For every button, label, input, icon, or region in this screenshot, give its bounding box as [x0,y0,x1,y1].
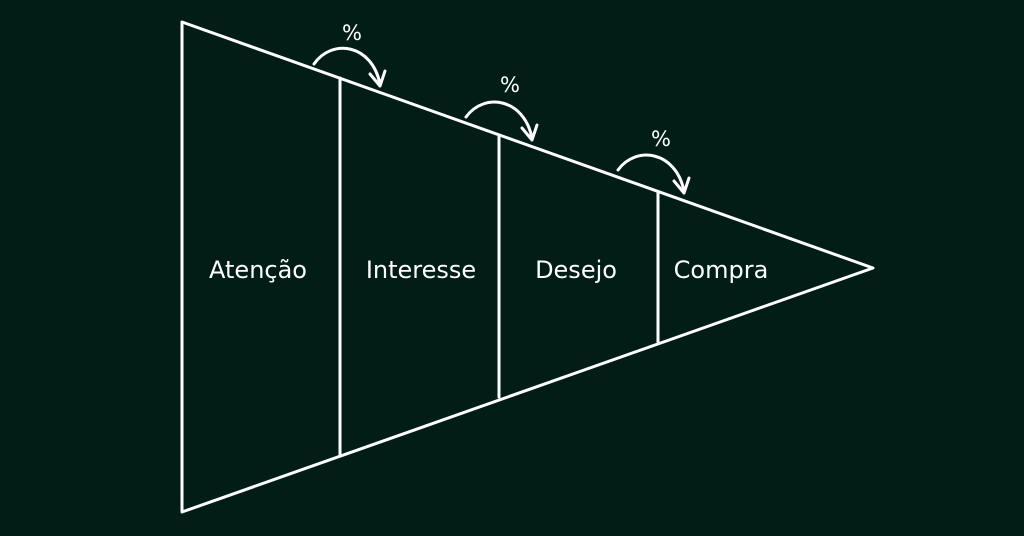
stage-label-compra: Compra [674,256,769,284]
conversion-percent-label-3: % [651,127,671,151]
conversion-percent-label-1: % [342,21,362,45]
curved-arrow-icon [464,100,539,142]
funnel-outline [180,20,875,514]
conversion-percent-label-2: % [500,73,520,97]
curved-arrow-icon [616,153,691,195]
curved-arrow-icon [312,46,387,88]
stage-label-interesse: Interesse [366,256,476,284]
stage-label-desejo: Desejo [535,256,617,284]
stage-label-atencao: Atenção [209,256,307,284]
